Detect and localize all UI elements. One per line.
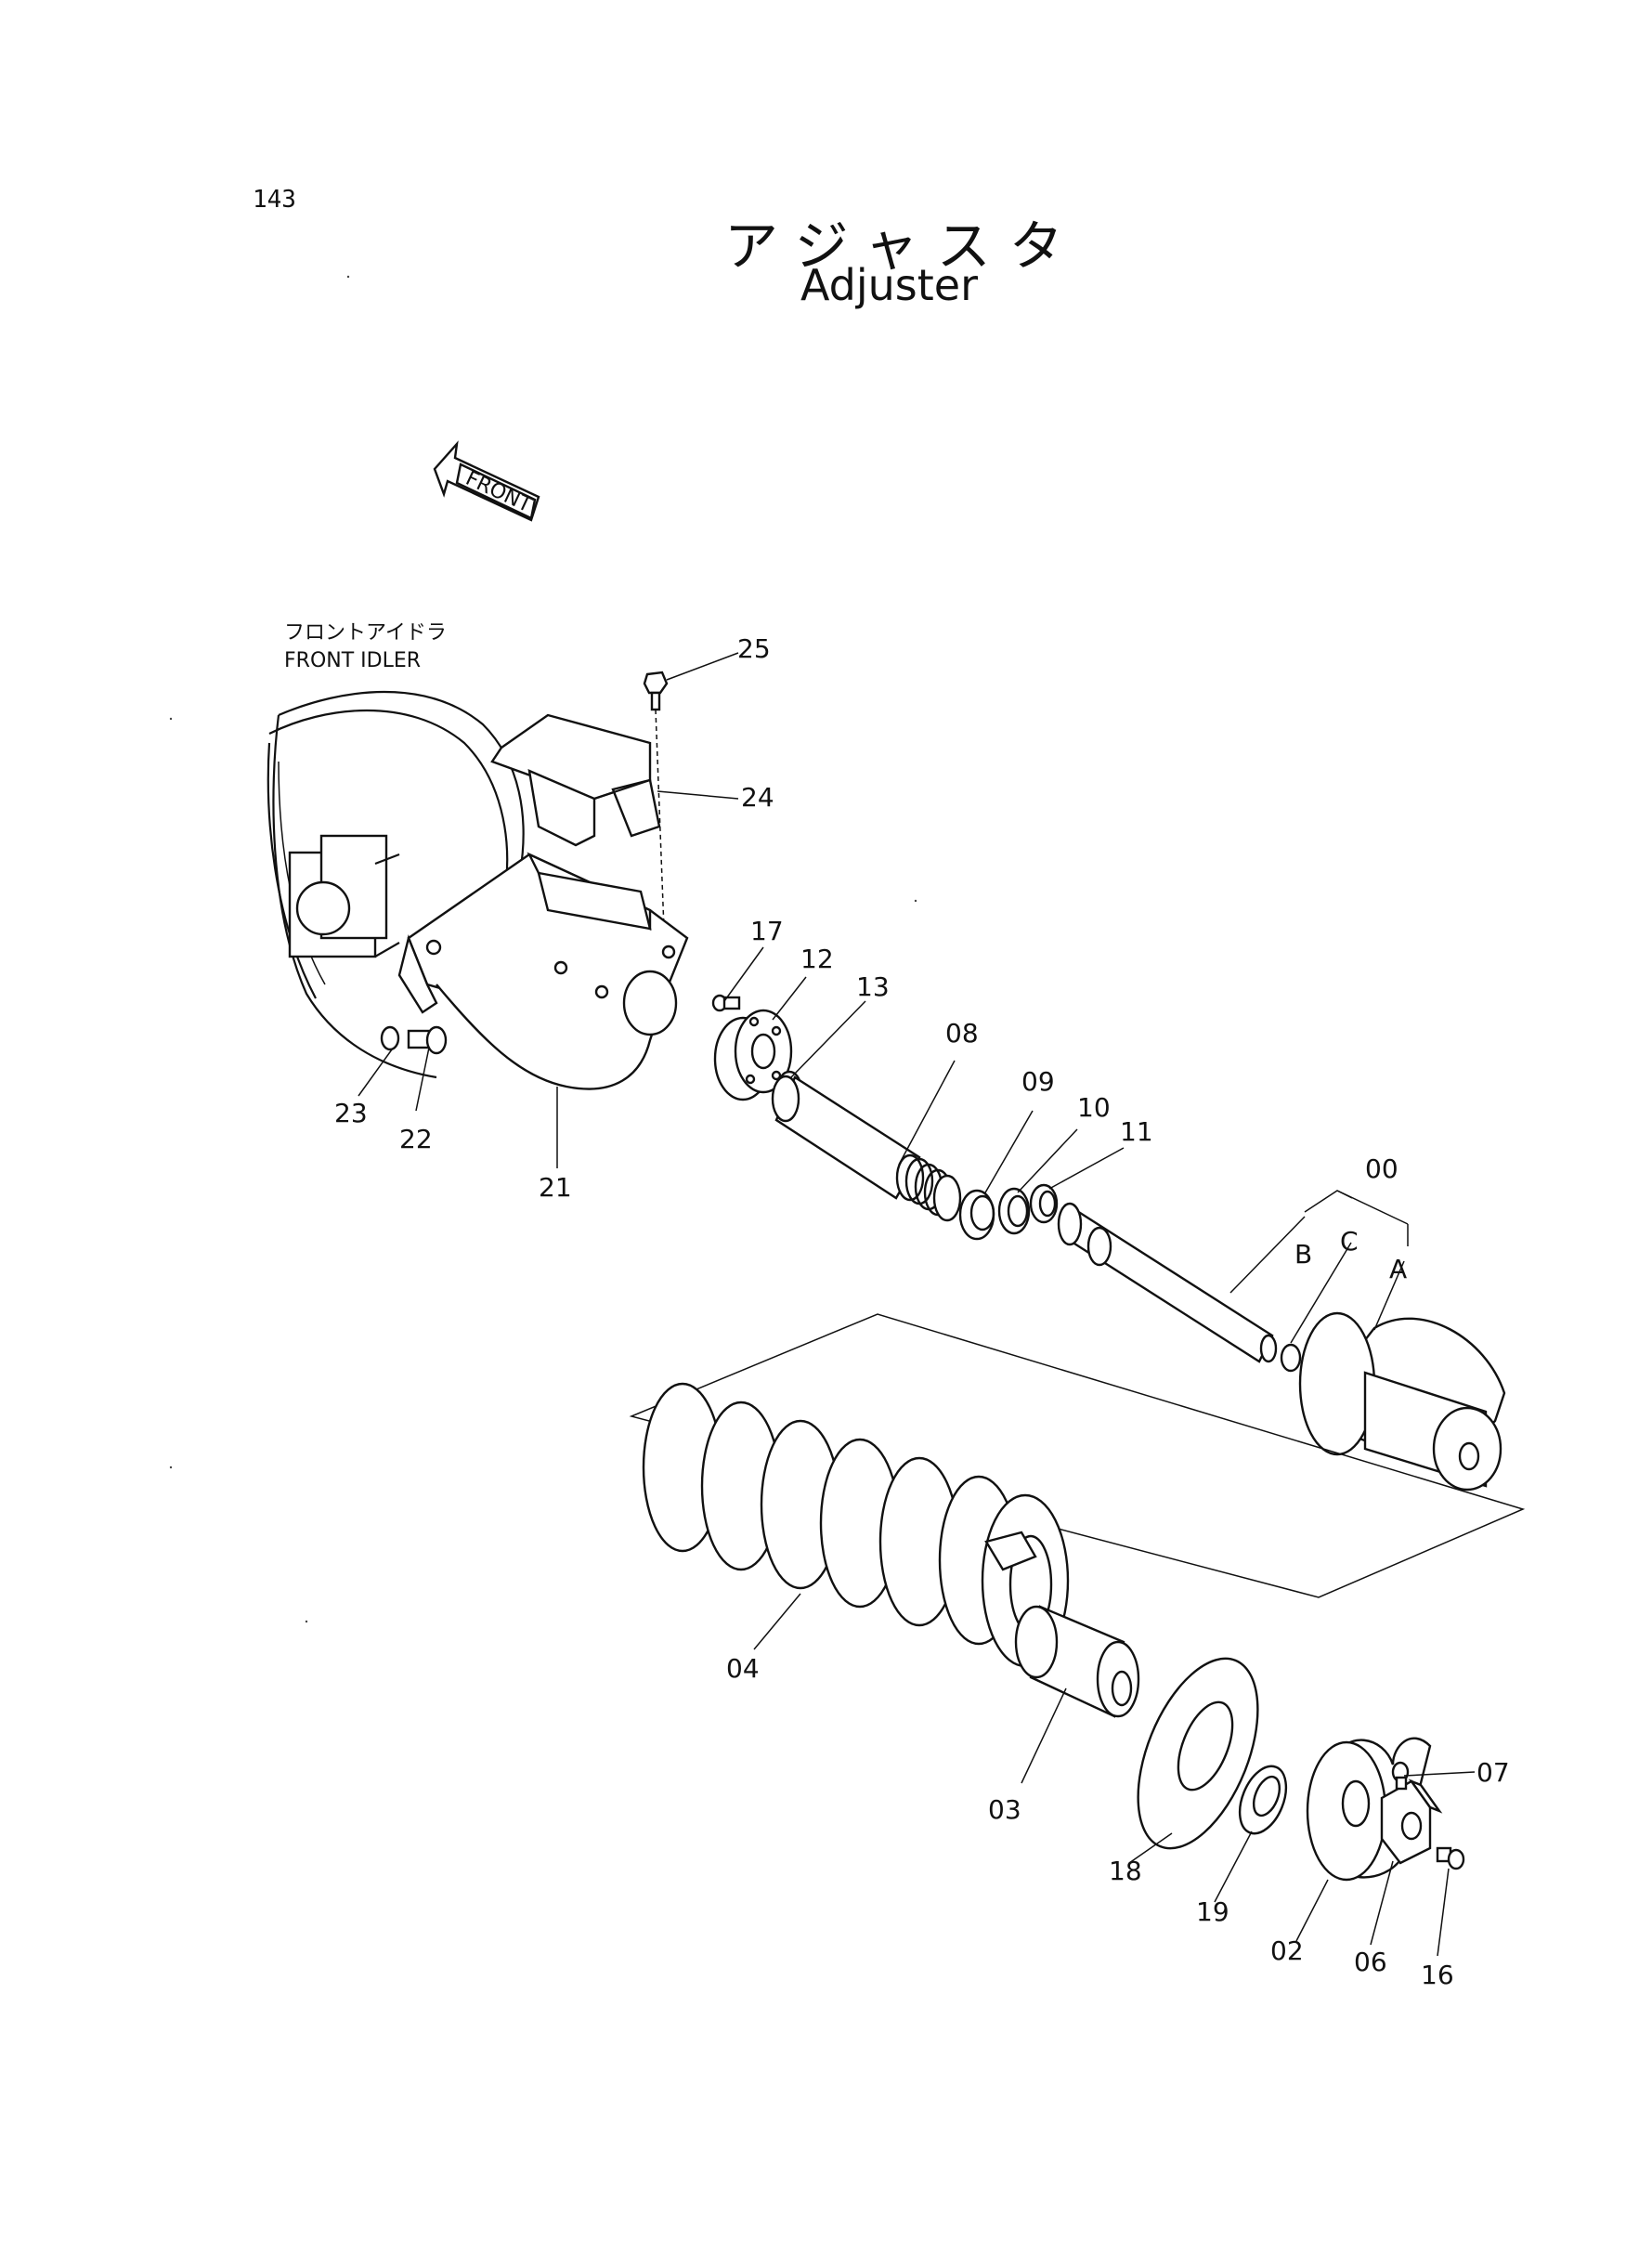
front-idler-wheel [267, 690, 525, 1079]
part-label-08: 08 [945, 1018, 979, 1049]
part-label-13: 13 [856, 971, 890, 1002]
leader-lines [358, 652, 1476, 1957]
part-label-22: 22 [399, 1124, 433, 1154]
part-label-03: 03 [988, 1794, 1021, 1825]
washer-19 [1238, 1765, 1288, 1835]
part-label-09: 09 [1021, 1066, 1055, 1097]
part-label-24: 24 [741, 782, 774, 813]
bolt-17 [711, 994, 741, 1012]
bolt-07 [1391, 1761, 1410, 1791]
part-label-19: 19 [1196, 1896, 1229, 1927]
rod-assembly-00 [1057, 1202, 1506, 1492]
front-idler-label-en: FRONT IDLER [284, 649, 421, 672]
part-label-16: 16 [1421, 1960, 1454, 1990]
part-label-10: 10 [1077, 1092, 1111, 1123]
part-label-07: 07 [1476, 1757, 1510, 1788]
ring-09 [958, 1189, 995, 1241]
bolt-25 [643, 671, 669, 930]
washer-23 [380, 1025, 400, 1051]
part-label-b: B [1294, 1239, 1312, 1270]
spring-04 [642, 1382, 1070, 1668]
scan-dot [169, 717, 173, 721]
part-label-02: 02 [1270, 1935, 1304, 1966]
title-english: Adjuster [800, 260, 979, 310]
scan-dot [914, 899, 917, 903]
scan-dot [305, 1620, 308, 1623]
part-label-18: 18 [1109, 1856, 1142, 1886]
part-label-12: 12 [800, 944, 834, 974]
valve-06 [1380, 1778, 1443, 1865]
yoke-bracket [397, 852, 689, 1090]
ring-11 [1029, 1183, 1059, 1224]
part-label-11: 11 [1120, 1116, 1153, 1147]
scan-dot [169, 1466, 173, 1469]
title-japanese: アジャスタ [724, 215, 1082, 278]
cylinder-08 [771, 1075, 962, 1222]
part-label-23: 23 [334, 1098, 368, 1128]
part-label-a: A [1389, 1254, 1407, 1284]
part-label-c: C [1340, 1226, 1359, 1257]
part-label-17: 17 [750, 916, 784, 946]
front-arrow-label: FRONT [462, 467, 535, 518]
front-direction-arrow: FRONT [433, 440, 540, 522]
guard-plate [490, 713, 661, 847]
tube-03 [1014, 1605, 1140, 1718]
bolt-22 [407, 1025, 448, 1055]
part-label-06: 06 [1354, 1947, 1387, 1977]
plate-18 [1137, 1657, 1259, 1850]
ring-10 [997, 1187, 1031, 1235]
part-label-04: 04 [726, 1653, 760, 1684]
page-number: 143 [253, 186, 296, 214]
grease-fitting-16 [1436, 1846, 1465, 1870]
assembly-00-bracket [1304, 1190, 1409, 1246]
part-label-25: 25 [737, 633, 771, 664]
scan-dot [346, 275, 350, 279]
part-label-21: 21 [539, 1172, 572, 1203]
flange-12 [713, 1009, 793, 1101]
spring-group-frame [629, 1313, 1526, 1598]
part-label-00: 00 [1365, 1153, 1398, 1184]
front-idler-label-ja: フロントアイドラ [284, 621, 447, 645]
